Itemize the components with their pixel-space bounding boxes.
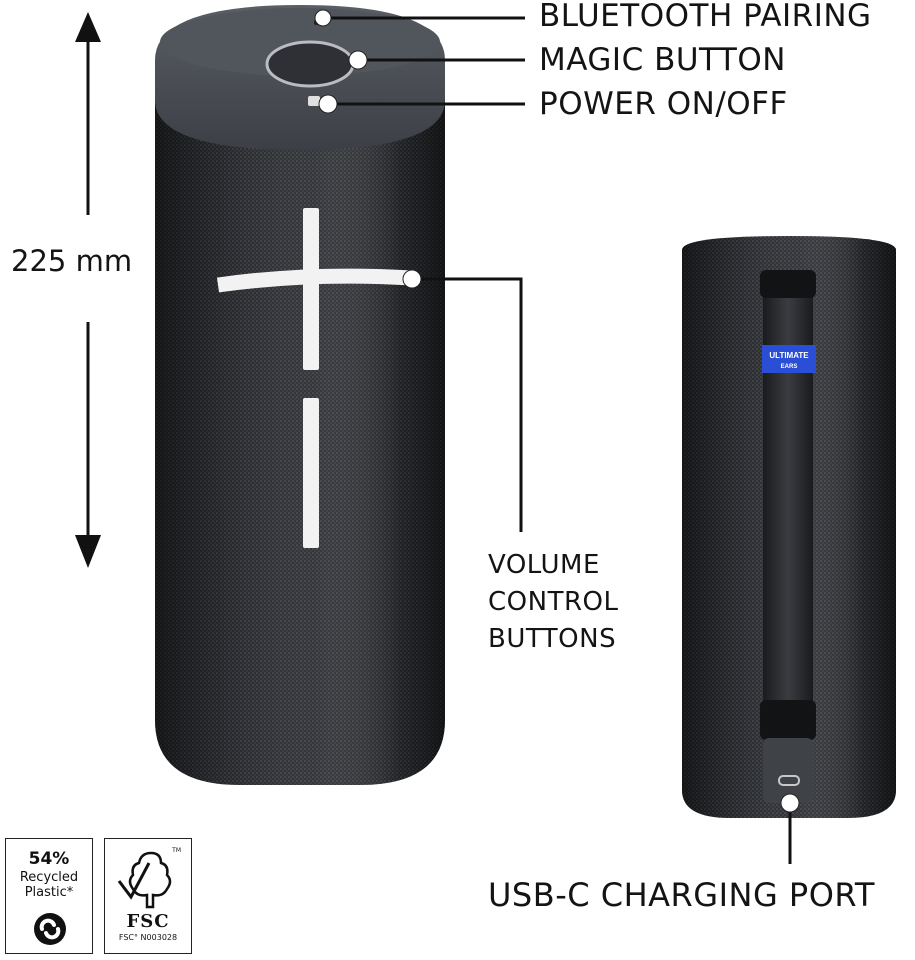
fsc-badge: TM FSC FSC° N003028 (104, 838, 192, 954)
usb-c-port-icon (778, 775, 800, 786)
callout-lines (329, 16, 792, 864)
recycle-loop-icon (34, 913, 66, 945)
power-on-off-label: POWER ON/OFF (539, 86, 788, 122)
volume-label-line2: CONTROL (488, 587, 619, 617)
recycled-line1: Recycled (19, 870, 79, 885)
magic-callout-dot (348, 50, 368, 70)
recycled-plastic-badge: 54% Recycled Plastic* (5, 838, 93, 954)
height-dimension-arrow (75, 12, 101, 568)
usb-callout-dot (780, 793, 800, 813)
callout-dots (314, 9, 800, 813)
height-dimension-label: 225 mm (8, 244, 136, 278)
ultimate-ears-tag (762, 345, 816, 373)
brand-tag-line1: ULTIMATE (769, 351, 809, 360)
volume-plus-button-icon (216, 208, 413, 370)
brand-tag-line2: EARS (781, 364, 798, 370)
fsc-tree-check-icon (117, 851, 172, 909)
speaker-back-view (682, 236, 896, 818)
fsc-trademark: TM (172, 847, 181, 854)
speaker-front-view (155, 5, 445, 785)
recycled-line2: Plastic* (24, 885, 74, 900)
volume-control-buttons-label: VOLUME CONTROL BUTTONS (488, 547, 618, 658)
power-callout-dot (318, 94, 338, 114)
magic-button-label: MAGIC BUTTON (539, 42, 786, 78)
magic-button-icon (265, 40, 355, 88)
fsc-license-code: FSC° N003028 (118, 933, 178, 942)
recycled-percent: 54% (28, 849, 70, 869)
carry-strap (760, 270, 816, 740)
volume-callout-dot (402, 269, 422, 289)
usb-c-charging-port-label: USB-C CHARGING PORT (488, 876, 875, 914)
volume-label-line3: BUTTONS (488, 624, 617, 654)
usb-c-port-cover (763, 738, 813, 803)
power-button-icon (308, 96, 320, 106)
bluetooth-callout-dot (314, 9, 332, 27)
fsc-word: FSC (126, 911, 170, 932)
volume-minus-button-icon (303, 398, 319, 548)
bluetooth-pairing-label: BLUETOOTH PAIRING (539, 0, 872, 34)
volume-label-line1: VOLUME (488, 550, 600, 580)
